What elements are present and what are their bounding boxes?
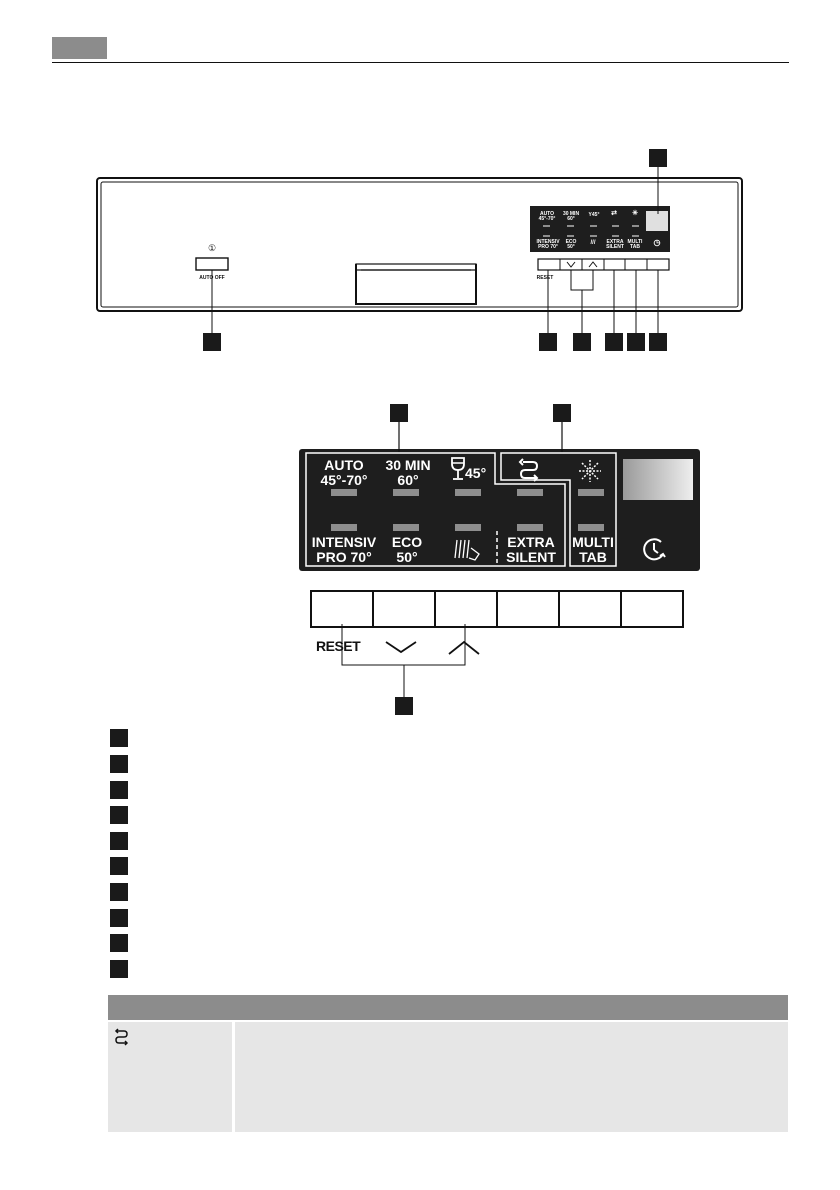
legend-marker — [110, 806, 128, 824]
led-salt — [578, 489, 604, 496]
appliance-panel-drawing — [96, 167, 743, 333]
wine-glass-icon-mini: Y — [588, 212, 592, 218]
table-header — [108, 995, 788, 1020]
header-tab — [52, 37, 107, 59]
mini-multi-l1: MULTI — [627, 239, 643, 245]
table-row — [108, 1022, 788, 1132]
mini-30min: 30 MIN 60° — [560, 212, 582, 222]
mini-30min-l1: 30 MIN — [562, 211, 580, 217]
mini-extra-l1: EXTRA — [606, 239, 624, 245]
reset-label: RESET — [316, 638, 361, 654]
table-column-divider — [232, 1022, 235, 1132]
mini-extra-silent: EXTRA SILENT — [604, 240, 626, 250]
program-eco-line1: ECO — [391, 534, 423, 550]
mini-eco: ECO 50° — [561, 240, 581, 250]
program-auto-line2: 45°-70° — [320, 472, 368, 488]
salt-icon — [579, 460, 601, 482]
mini-glass: Y45° — [585, 212, 603, 218]
delay-start-icon — [643, 538, 666, 561]
led-glass — [455, 489, 481, 496]
callout-marker — [605, 333, 623, 351]
legend-marker — [110, 781, 128, 799]
program-extra-line2: SILENT — [506, 549, 556, 565]
rinse-icon-mini: ⇄ — [611, 210, 617, 217]
program-auto-line1: AUTO — [324, 457, 364, 473]
callout-marker — [627, 333, 645, 351]
program-30min-line1: 30 MIN — [385, 457, 431, 473]
program-eco-line2: 50° — [396, 549, 418, 565]
led-intensiv — [331, 524, 357, 531]
legend-marker — [110, 883, 128, 901]
callout-marker — [395, 697, 413, 715]
led-30min — [393, 489, 419, 496]
program-intensiv-line1: INTENSIV — [311, 534, 377, 550]
auto-off-label: AUTO OFF — [199, 275, 225, 281]
legend-marker — [110, 909, 128, 927]
program-30min: 30 MIN 60° — [380, 458, 436, 488]
led-extra-silent — [517, 524, 543, 531]
mini-intensiv: INTENSIV PRO 70° — [536, 240, 560, 250]
program-eco: ECO 50° — [380, 535, 434, 565]
legend-marker — [110, 729, 128, 747]
program-glass: 45° — [449, 456, 491, 484]
option-multitab: MULTI TAB — [570, 535, 616, 565]
callout-marker — [203, 333, 221, 351]
header-rule — [52, 62, 789, 63]
mini-intensiv-l1: INTENSIV — [536, 239, 560, 245]
led-multitab — [578, 524, 604, 531]
program-intensiv-line2: PRO 70° — [316, 549, 372, 565]
legend-marker — [110, 832, 128, 850]
program-down-button[interactable] — [374, 592, 436, 626]
mini-30min-l2: 60° — [567, 216, 575, 222]
multitab-button[interactable] — [560, 592, 622, 626]
control-buttons — [310, 590, 684, 628]
program-extra-line1: EXTRA — [507, 534, 555, 550]
mini-glass-temp: 45° — [591, 212, 600, 218]
mini-multi-l2: TAB — [630, 244, 640, 250]
power-symbol: ① — [207, 243, 217, 253]
program-extra-silent: EXTRA SILENT — [502, 535, 560, 565]
legend-marker — [110, 857, 128, 875]
rinse-aid-icon — [454, 539, 480, 561]
led-rinse — [517, 489, 543, 496]
wine-glass-icon — [451, 457, 465, 480]
legend-marker — [110, 934, 128, 952]
option-button[interactable] — [498, 592, 560, 626]
reset-label-small: RESET — [536, 275, 554, 281]
rinse-aid-icon — [114, 1028, 129, 1046]
callout-marker — [573, 333, 591, 351]
mini-auto: AUTO 45°-70° — [537, 212, 557, 222]
rinse-aid-icon-mini: /// — [590, 240, 596, 246]
option-multitab-line1: MULTI — [572, 534, 614, 550]
panel-outlines — [305, 422, 693, 697]
legend-marker — [110, 755, 128, 773]
mini-multitab: MULTI TAB — [625, 240, 645, 250]
callout-marker — [390, 404, 408, 422]
callout-marker — [649, 333, 667, 351]
program-auto: AUTO 45°-70° — [311, 458, 377, 488]
led-rinse-aid — [455, 524, 481, 531]
program-up-button[interactable] — [436, 592, 498, 626]
callout-marker — [539, 333, 557, 351]
callout-marker — [649, 149, 667, 167]
mini-auto-l1: AUTO — [539, 211, 555, 217]
led-auto — [331, 489, 357, 496]
program-30min-line2: 60° — [397, 472, 419, 488]
program-intensiv: INTENSIV PRO 70° — [307, 535, 381, 565]
legend-marker — [110, 960, 128, 978]
mini-intensiv-l2: PRO 70° — [538, 244, 558, 250]
rinse-icon — [518, 458, 539, 482]
callout-marker — [553, 404, 571, 422]
delay-start-button[interactable] — [622, 592, 682, 626]
mini-auto-l2: 45°-70° — [538, 216, 556, 222]
delay-start-icon-mini: ◷ — [653, 238, 661, 247]
option-multitab-line2: TAB — [579, 549, 607, 565]
mini-extra-l2: SILENT — [606, 244, 624, 250]
glass-temperature: 45° — [465, 465, 487, 481]
salt-icon-mini: ✳ — [632, 210, 638, 217]
led-eco — [393, 524, 419, 531]
program-button[interactable] — [312, 592, 374, 626]
mini-eco-l2: 50° — [567, 244, 575, 250]
mini-eco-l1: ECO — [565, 239, 577, 245]
